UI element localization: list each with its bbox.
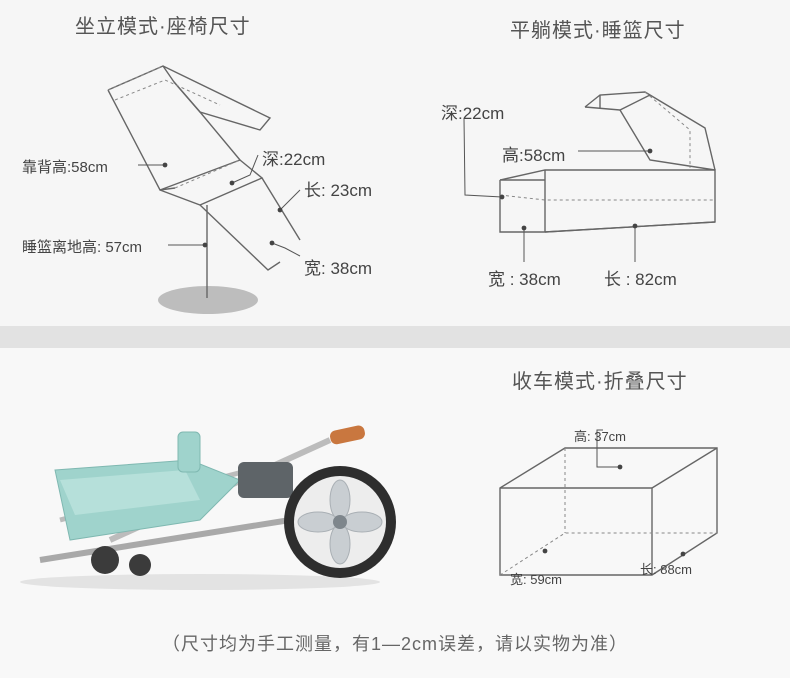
stroller-body-highlight: [60, 470, 200, 515]
sitting-seat-base: [159, 159, 264, 206]
sitting-leader-length: [279, 189, 301, 211]
sitting-depth: 深:22cm: [262, 150, 326, 169]
lying-canopy-side: [619, 109, 716, 171]
lying-canopy-dash: [644, 91, 691, 168]
lying-canopy-outer: [584, 91, 716, 171]
sitting-backrest-left: [107, 89, 176, 191]
stroller-wheel-axle: [333, 515, 347, 529]
sitting-seat-drawing: [107, 65, 301, 314]
stroller-front-wheel-1: [91, 546, 119, 574]
stroller-basket: [238, 462, 293, 498]
sitting-dot-length: [277, 207, 283, 213]
stroller-shadow: [20, 574, 380, 590]
folded-box-top-edge: [651, 447, 718, 489]
stroller-illustration: [20, 425, 396, 590]
lying-dot-depth: [499, 194, 505, 200]
sitting-dot-depth: [229, 180, 235, 186]
sitting-width: 宽: 38cm: [304, 259, 373, 278]
sitting-dot-backrest: [162, 162, 168, 168]
folded-dot-height: [617, 464, 623, 470]
sitting-dot-width: [269, 240, 275, 246]
sitting-footrest: [199, 204, 281, 271]
folded-length: 长: 88cm: [640, 562, 693, 577]
folded-width: 宽: 59cm: [510, 572, 563, 587]
sitting-dot-ground: [202, 242, 208, 248]
lying-dot-height: [647, 148, 653, 154]
sitting-mode-title: 坐立模式·座椅尺寸: [75, 16, 251, 38]
folded-mode-title: 收车模式·折叠尺寸: [512, 371, 688, 393]
lying-box-bottom: [544, 221, 716, 233]
section-divider: [0, 326, 790, 348]
measurement-footnote: （尺寸均为手工测量，有1—2cm误差，请以实物为准）: [161, 634, 628, 654]
folded-dot-length: [680, 551, 686, 557]
lying-dash-mid: [499, 194, 715, 201]
sitting-base-shadow: [158, 286, 258, 314]
sitting-dash-top: [107, 65, 164, 91]
stroller-bumper: [177, 431, 201, 473]
lying-dot-width: [521, 225, 527, 231]
folded-box-drawing: [499, 429, 718, 576]
sitting-backrest-right: [162, 65, 241, 161]
stroller-front-wheel-2: [129, 554, 151, 576]
sitting-leader-depth: [231, 154, 259, 184]
lying-dot-length: [632, 223, 638, 229]
lying-canopy-inner: [584, 94, 651, 111]
sitting-ground-height: 睡篮离地高: 57cm: [22, 239, 143, 256]
lying-length: 长 : 82cm: [604, 270, 677, 289]
folded-height: 高: 37cm: [574, 429, 627, 444]
stroller-frame-lower: [39, 517, 291, 563]
stroller-wheel-spokes: [297, 479, 383, 565]
sitting-backrest-height: 靠背高:58cm: [22, 159, 108, 176]
lying-bassinet-drawing: [463, 91, 716, 262]
lying-mode-title: 平躺模式·睡篮尺寸: [510, 20, 686, 42]
lying-height: 高:58cm: [502, 146, 566, 165]
folded-leader-height: [596, 429, 620, 468]
lying-depth: 深:22cm: [441, 104, 505, 123]
sitting-dash-inner: [114, 79, 221, 106]
lying-leader-depth: [463, 117, 503, 198]
folded-dash-bottom: [499, 532, 717, 576]
lying-width: 宽 : 38cm: [488, 270, 561, 289]
stroller-handle: [330, 425, 365, 445]
sitting-canopy: [107, 65, 272, 131]
folded-dot-width: [542, 548, 548, 554]
sitting-length: 长: 23cm: [304, 181, 373, 200]
sitting-leader-width: [271, 242, 301, 257]
top-panel: [0, 0, 790, 326]
